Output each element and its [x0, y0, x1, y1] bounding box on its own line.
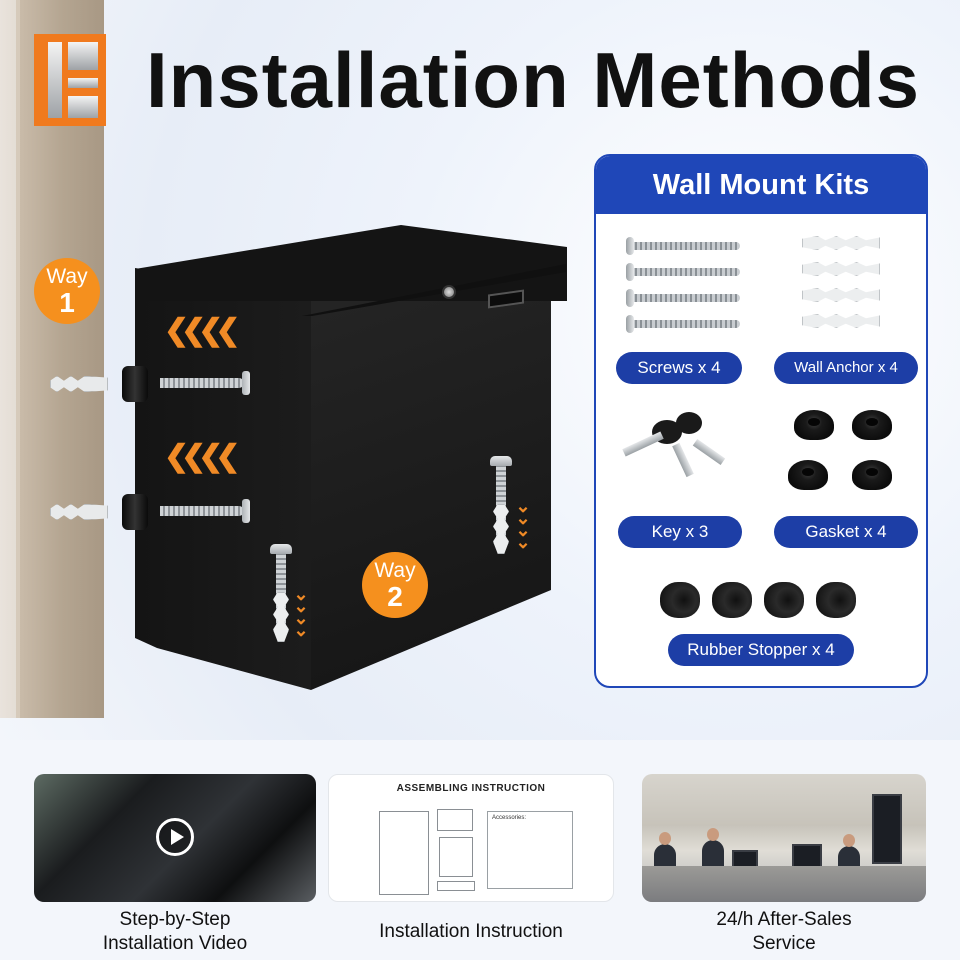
caption-line: Installation Video	[102, 933, 248, 954]
kit-item-rubber-stopper: Rubber Stopper x 4	[668, 634, 854, 666]
installation-video-thumbnail[interactable]	[34, 774, 316, 902]
rubber-stopper-icon	[122, 494, 148, 530]
server-rack	[872, 794, 902, 864]
instruction-caption: Installation Instruction	[379, 921, 563, 942]
brand-logo	[34, 34, 106, 126]
caption-line: Service	[752, 933, 816, 954]
way-number: 1	[59, 287, 75, 318]
diagram-cabinet	[379, 811, 429, 895]
arrow-left-icon: ❮❮❮❮	[164, 440, 240, 473]
kit-item-screws: Screws x 4	[616, 352, 742, 384]
screw-icon	[160, 499, 250, 523]
lock-icon	[442, 285, 456, 299]
diagram-base	[437, 881, 475, 891]
way-label: Way	[46, 265, 88, 288]
caption-line: 24/h After-Sales	[716, 909, 852, 930]
accessories-label: Accessories:	[492, 815, 527, 821]
kit-item-key: Key x 3	[618, 516, 742, 548]
rubber-stopper-icon	[816, 582, 856, 618]
way-number: 2	[387, 581, 403, 612]
wall-anchor-icon	[273, 592, 289, 642]
rubber-stopper-icon	[712, 582, 752, 618]
gasket-icon	[794, 410, 834, 440]
rubber-stopper-icon	[764, 582, 804, 618]
gasket-icon	[852, 460, 892, 490]
kit-item-gasket: Gasket x 4	[774, 516, 918, 548]
page-title: Installation Methods	[146, 36, 921, 124]
arrow-down-icon: ⌄⌄⌄⌄	[515, 496, 531, 552]
way-label: Way	[374, 559, 416, 582]
kit-item-wall-anchor: Wall Anchor x 4	[774, 352, 918, 384]
service-caption: 24/h After-Sales Service	[642, 908, 926, 956]
rubber-stopper-icon	[660, 582, 700, 618]
caption-line: Step-by-Step	[119, 909, 231, 930]
office-desk	[642, 866, 926, 902]
installation-instruction-thumbnail[interactable]: ASSEMBLING INSTRUCTION Accessories:	[328, 774, 614, 902]
gasket-icon	[852, 410, 892, 440]
way-1-badge: Way 1	[34, 258, 100, 324]
video-caption: Step-by-Step Installation Video	[34, 908, 316, 956]
diagram-lid	[437, 809, 473, 831]
agent-person	[702, 828, 724, 870]
diagram-body	[439, 837, 473, 877]
instruction-doc-title: ASSEMBLING INSTRUCTION	[396, 783, 546, 794]
accessories-box: Accessories:	[487, 811, 573, 889]
wall-mount-kit-panel: Wall Mount Kits Screws x 4 Wall Anchor x…	[594, 154, 928, 688]
after-sales-service-thumbnail[interactable]	[642, 774, 926, 902]
way-2-badge: Way 2	[362, 552, 428, 618]
arrow-left-icon: ❮❮❮❮	[164, 314, 240, 347]
gasket-icon	[788, 460, 828, 490]
wall-anchor-icon	[493, 504, 509, 554]
screw-icon	[160, 371, 250, 395]
play-icon[interactable]	[156, 818, 194, 856]
arrow-down-icon: ⌄⌄⌄⌄	[293, 584, 309, 640]
rubber-stopper-icon	[122, 366, 148, 402]
kit-title: Wall Mount Kits	[596, 156, 926, 214]
